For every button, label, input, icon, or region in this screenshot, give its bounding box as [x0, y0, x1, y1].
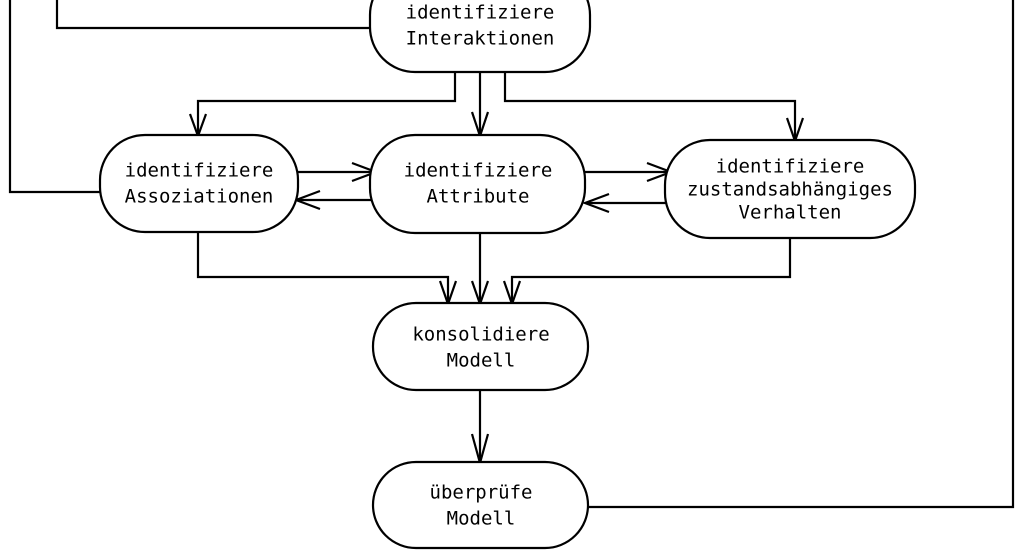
edge-attribute-to-verhalten	[583, 161, 675, 183]
node-label-verhalten-line3: Verhalten	[739, 202, 842, 224]
node-label-konsolidiere-line2: Modell	[447, 350, 516, 372]
node-shape-ueberpruefe	[371, 460, 590, 550]
node-label-ueberpruefe-line2: Modell	[447, 508, 516, 530]
edge-attribute-to-konsolidiere	[470, 233, 490, 308]
node-shape-verhalten	[663, 138, 917, 240]
edge-assoziationen-to-attribute	[296, 161, 380, 183]
node-label-assoziationen-line2: Assoziationen	[125, 186, 274, 208]
edge-verhalten-to-attribute	[581, 192, 667, 214]
edge-interaktionen-to-verhalten	[503, 72, 805, 145]
node-identifiziere-interaktionen[interactable]: identifiziere Interaktionen	[368, 0, 592, 74]
node-identifiziere-attribute[interactable]: identifiziere Attribute	[368, 133, 587, 235]
edge-interaktionen-to-assoziationen	[188, 72, 457, 140]
edge-interaktionen-feedback-left	[55, 0, 370, 30]
edge-assoziationen-to-konsolidiere	[196, 232, 458, 308]
node-label-ueberpruefe-line1: überprüfe	[430, 482, 533, 504]
edge-verhalten-to-konsolidiere	[502, 238, 792, 308]
node-ueberpruefe-modell[interactable]: überprüfe Modell	[371, 460, 590, 550]
edge-attribute-to-assoziationen	[292, 189, 372, 211]
node-label-attribute-line1: identifiziere	[404, 160, 553, 182]
node-shape-konsolidiere	[371, 301, 590, 392]
node-identifiziere-zustandsabhaengiges-verhalten[interactable]: identifiziere zustandsabhängiges Verhalt…	[663, 138, 917, 240]
node-label-verhalten-line1: identifiziere	[716, 156, 865, 178]
node-label-assoziationen-line1: identifiziere	[125, 160, 274, 182]
node-shape-interaktionen	[368, 0, 592, 74]
node-label-interaktionen-line2: Interaktionen	[406, 28, 555, 50]
node-identifiziere-assoziationen[interactable]: identifiziere Assoziationen	[98, 133, 300, 234]
node-label-konsolidiere-line1: konsolidiere	[412, 324, 549, 346]
edge-ueberpruefe-feedback-right	[588, 0, 1015, 509]
edge-assoziationen-feedback-left	[8, 0, 100, 194]
node-konsolidiere-modell[interactable]: konsolidiere Modell	[371, 301, 590, 392]
node-label-interaktionen-line1: identifiziere	[406, 2, 555, 24]
node-label-verhalten-line2: zustandsabhängiges	[687, 179, 893, 201]
node-label-attribute-line2: Attribute	[427, 186, 530, 208]
edge-konsolidiere-to-ueberpruefe	[470, 390, 490, 468]
node-shape-attribute	[368, 133, 587, 235]
node-shape-assoziationen	[98, 133, 300, 234]
edge-interaktionen-to-attribute	[470, 72, 490, 140]
